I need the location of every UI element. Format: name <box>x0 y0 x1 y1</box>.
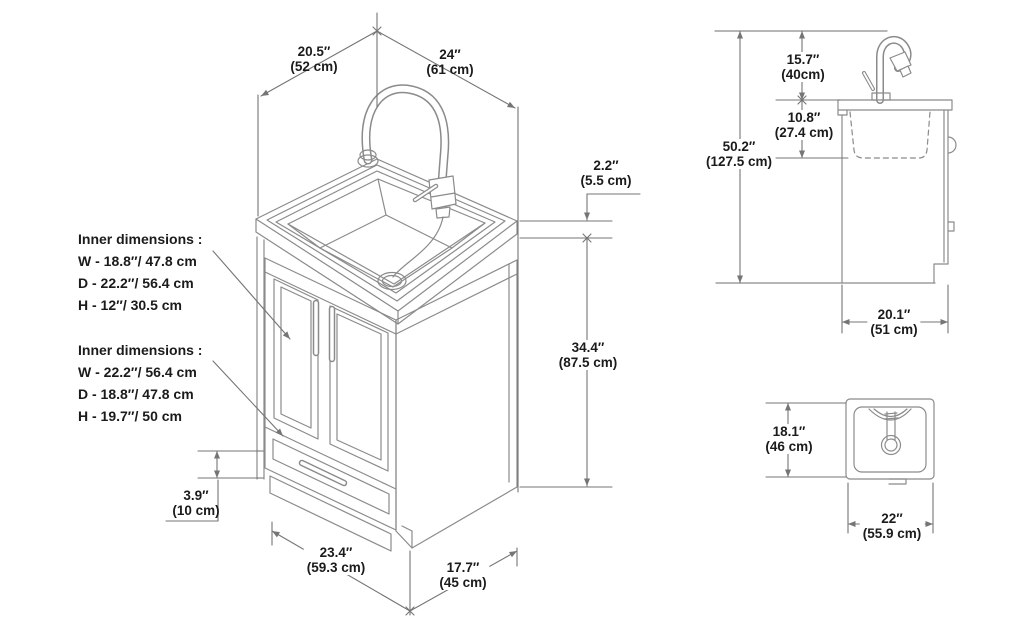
side-dimension-lines <box>737 30 949 334</box>
left-door <box>273 278 319 440</box>
dim-topview-depth-label: 18.1″ (46 cm) <box>762 424 816 454</box>
dim-bottom-width-label: 23.4″ (59.3 cm) <box>303 545 369 575</box>
cabinet-drawing <box>256 236 518 552</box>
sink-rim-drawing <box>255 158 518 325</box>
dim-basin-depth-label: 10.8″ (27.4 cm) <box>771 110 837 140</box>
iso-view-drawing <box>255 84 518 552</box>
top-view-drawing <box>845 398 935 485</box>
side-view-drawing <box>714 30 957 284</box>
dim-overall-height-label: 50.2″ (127.5 cm) <box>702 139 776 169</box>
faucet-top-drawing <box>868 408 912 456</box>
dim-top-depth-label: 24″ (61 cm) <box>426 47 474 77</box>
drawer-front <box>272 438 390 515</box>
right-door <box>329 305 389 472</box>
dim-topview-width-label: 22″ (55.9 cm) <box>859 511 925 541</box>
dim-toe-kick-label: 3.9″ (10 cm) <box>172 488 220 518</box>
dim-faucet-height-label: 15.7″ (40cm) <box>778 52 828 82</box>
inner-dims-heading: Inner dimensions : <box>78 342 203 358</box>
dim-rim-thickness-label: 2.2″ (5.5 cm) <box>580 158 632 188</box>
leader-sink-inner <box>212 250 291 340</box>
faucet-drawing <box>357 84 457 278</box>
faucet-side-drawing <box>862 35 912 104</box>
drain-icon <box>377 271 407 291</box>
leader-cabinet-inner <box>212 360 284 437</box>
iso-dimension-lines <box>165 12 641 616</box>
dim-top-width-label: 20.5″ (52 cm) <box>290 44 338 74</box>
inner-dimensions-sink: Inner dimensions : W - 18.8″/ 47.8 cm D … <box>78 228 202 316</box>
dim-cabinet-height-label: 34.4″ (87.5 cm) <box>555 340 621 370</box>
dim-bottom-depth-label: 17.7″ (45 cm) <box>436 560 490 590</box>
inner-dimensions-cabinet: Inner dimensions : W - 22.2″/ 56.4 cm D … <box>78 339 202 427</box>
dim-cabinet-depth-label: 20.1″ (51 cm) <box>867 307 921 337</box>
inner-dims-heading: Inner dimensions : <box>78 231 203 247</box>
